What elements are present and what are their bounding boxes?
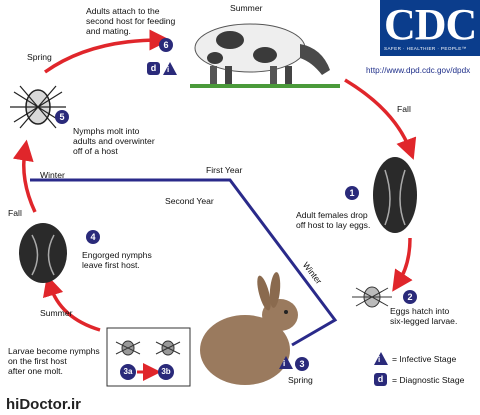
infective-marker-6: i — [163, 62, 177, 75]
cdc-tagline: SAFER · HEALTHIER · PEOPLE™ — [384, 46, 467, 51]
season-spring-left: Spring — [27, 52, 52, 62]
stage-3-inset — [106, 327, 191, 387]
stage-1-text: Adult females drop off host to lay eggs. — [296, 210, 371, 230]
label-first-year: First Year — [206, 165, 243, 175]
cdc-url[interactable]: http://www.dpd.cdc.gov/dpdx — [366, 66, 471, 75]
adult-tick-spring — [10, 85, 66, 129]
larva-tick — [352, 286, 392, 308]
engorged-female-tick — [373, 157, 417, 233]
stage-1-number: 1 — [345, 186, 359, 200]
stage-5-text: Nymphs molt into adults and overwinter o… — [73, 126, 155, 156]
stage-4-text: Engorged nymphs leave first host. — [82, 250, 152, 270]
stage-3-text: Larvae become nymphs on the first host a… — [8, 346, 100, 376]
stage-3a-number: 3a — [120, 364, 136, 380]
arrow-5-to-6 — [43, 29, 171, 74]
stage-3-number: 3 — [295, 357, 309, 371]
season-summer-top: Summer — [230, 3, 263, 13]
stage-2-text: Eggs hatch into six-legged larvae. — [390, 306, 458, 326]
season-winter-left: Winter — [40, 170, 65, 180]
cdc-logo: CDC — [384, 0, 477, 49]
legend-diagnostic-label: = Diagnostic Stage — [392, 375, 465, 385]
arrow-6-to-fall — [344, 78, 417, 160]
stage-6-text: Adults attach to the second host for fee… — [86, 6, 176, 36]
stage-2-number: 2 — [403, 290, 417, 304]
legend-diagnostic-icon: d — [374, 373, 387, 386]
rabbit-illustration — [200, 272, 298, 385]
nymph-3b-tick — [155, 340, 181, 356]
arrow-4-to-5 — [12, 139, 37, 213]
engorged-nymph-tick — [19, 223, 67, 283]
stage-3b-number: 3b — [158, 364, 174, 380]
stage-5-number: 5 — [55, 110, 69, 124]
year-timeline — [30, 178, 338, 347]
diagnostic-marker-6: d — [147, 62, 160, 75]
cdc-logo-background — [380, 0, 480, 56]
cow-illustration — [190, 23, 340, 88]
legend-infective-icon: i — [374, 352, 388, 365]
season-summer-bottom: Summer — [40, 308, 73, 318]
larva-3a-tick — [115, 340, 141, 356]
season-spring-bottom: Spring — [288, 375, 313, 385]
season-fall-left: Fall — [8, 208, 22, 218]
stage-6-number: 6 — [159, 38, 173, 52]
infective-marker-3: i — [279, 356, 293, 369]
watermark-text: hiDoctor.ir — [6, 396, 82, 413]
arrow-1-to-2 — [392, 237, 413, 292]
stage-4-number: 4 — [86, 230, 100, 244]
legend-infective-label: = Infective Stage — [392, 354, 457, 364]
arrow-3-to-4 — [43, 274, 101, 332]
season-fall-right: Fall — [397, 104, 411, 114]
label-second-year: Second Year — [165, 196, 214, 206]
